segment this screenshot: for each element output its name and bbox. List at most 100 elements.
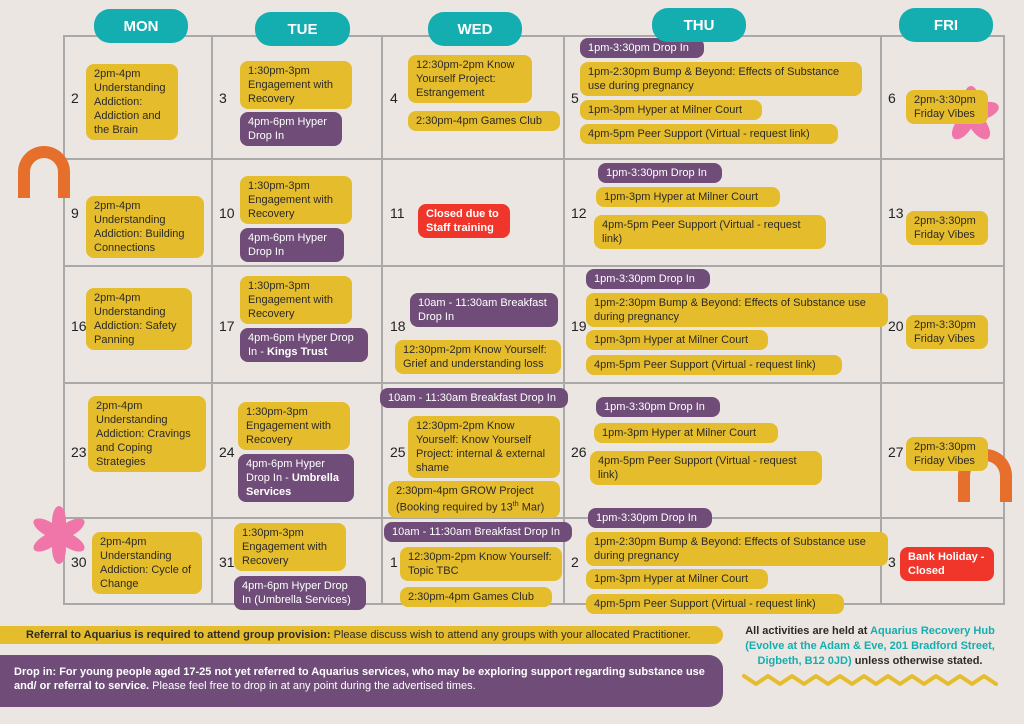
event-breakfast-drop-in: 10am - 11:30am Breakfast Drop In	[384, 522, 572, 542]
event-peer-support: 4pm-5pm Peer Support (Virtual - request …	[580, 124, 838, 144]
event-bump-and-beyond: 1pm-2:30pm Bump & Beyond: Effects of Sub…	[586, 293, 888, 327]
event-engagement-recovery: 1:30pm-3pm Engagement with Recovery	[240, 61, 352, 109]
event-hyper-drop-in: 4pm-6pm Hyper Drop In	[240, 228, 344, 262]
event-hyper-milner-court: 1pm-3pm Hyper at Milner Court	[596, 187, 780, 207]
yellow-zigzag	[742, 674, 998, 686]
event-peer-support: 4pm-5pm Peer Support (Virtual - request …	[586, 594, 844, 614]
event-understanding-addiction: 2pm-4pm Understanding Addiction: Addicti…	[86, 64, 178, 140]
date-number: 6	[888, 90, 896, 106]
event-understanding-addiction: 2pm-4pm Understanding Addiction: Craving…	[88, 396, 206, 472]
event-hyper-drop-in: 4pm-6pm Hyper Drop In	[240, 112, 342, 146]
event-peer-support: 4pm-5pm Peer Support (Virtual - request …	[586, 355, 842, 375]
event-drop-in: 1pm-3:30pm Drop In	[596, 397, 720, 417]
event-understanding-addiction: 2pm-4pm Understanding Addiction: Cycle o…	[92, 532, 202, 594]
date-number: 11	[390, 205, 405, 221]
event-peer-support: 4pm-5pm Peer Support (Virtual - request …	[594, 215, 826, 249]
date-number: 9	[71, 205, 79, 221]
referral-bold-text: Referral to Aquarius is required to atte…	[26, 629, 331, 641]
day-header-wed: WED	[428, 12, 522, 46]
event-hyper-milner-court: 1pm-3pm Hyper at Milner Court	[586, 330, 768, 350]
event-text: th	[512, 501, 519, 508]
event-games-club: 2:30pm-4pm Games Club	[400, 587, 552, 607]
grid-divider	[563, 35, 565, 605]
event-bump-and-beyond: 1pm-2:30pm Bump & Beyond: Effects of Sub…	[580, 62, 862, 96]
date-number: 24	[219, 444, 235, 460]
referral-banner: Referral to Aquarius is required to atte…	[0, 626, 723, 644]
drop-in-bold-text: Drop in: For young people aged 17-25 not…	[14, 666, 705, 692]
grid-divider	[63, 265, 1005, 267]
event-drop-in: 1pm-3:30pm Drop In	[598, 163, 722, 183]
event-text: 2pm-3:30pm Friday Vibes	[914, 215, 976, 241]
event-drop-in: 1pm-3:30pm Drop In	[580, 38, 704, 58]
date-number: 18	[390, 318, 406, 334]
grid-divider	[211, 35, 213, 605]
event-text: 2pm-3:30pm Friday Vibes	[914, 319, 976, 345]
date-number: 19	[571, 318, 587, 334]
event-friday-vibes: 2pm-3:30pm Friday Vibes	[906, 315, 988, 349]
venue-info: All activities are held at Aquarius Reco…	[734, 624, 1006, 669]
date-number: 3	[888, 554, 896, 570]
venue-text: All activities are held at	[745, 625, 871, 637]
event-partner: Umbrella Services	[246, 472, 339, 498]
date-number: 2	[71, 90, 79, 106]
event-closed-staff-training: Closed due to Staff training	[418, 204, 510, 238]
day-header-tue: TUE	[255, 12, 350, 46]
date-number: 10	[219, 205, 235, 221]
event-breakfast-drop-in: 10am - 11:30am Breakfast Drop In	[410, 293, 558, 327]
venue-text: unless otherwise stated.	[851, 655, 983, 667]
date-number: 23	[71, 444, 87, 460]
day-header-fri: FRI	[899, 8, 993, 42]
event-games-club: 2:30pm-4pm Games Club	[408, 111, 560, 131]
event-drop-in: 1pm-3:30pm Drop In	[588, 508, 712, 528]
event-hyper-drop-in-kings-trust: 4pm-6pm Hyper Drop In - Kings Trust	[240, 328, 368, 362]
event-friday-vibes: 2pm-3:30pm Friday Vibes	[906, 211, 988, 245]
pink-flower-bottom-left	[33, 506, 85, 564]
date-number: 12	[571, 205, 587, 221]
event-breakfast-drop-in: 10am - 11:30am Breakfast Drop In	[380, 388, 568, 408]
day-header-thu: THU	[652, 8, 746, 42]
venue-address: Aquarius Recovery Hub (Evolve at the Ada…	[745, 625, 995, 667]
drop-in-text: Please feel free to drop in at any point…	[149, 680, 476, 692]
event-friday-vibes: 2pm-3:30pm Friday Vibes	[906, 90, 988, 124]
grid-divider	[63, 382, 1005, 384]
grid-divider	[63, 517, 1005, 519]
event-partner: Kings Trust	[266, 346, 328, 358]
event-text: 2:30pm-4pm GROW Project (Booking require…	[396, 485, 534, 514]
orange-arch-left	[18, 146, 70, 198]
date-number: 27	[888, 444, 904, 460]
event-know-yourself: 12:30pm-2pm Know Yourself Project: Estra…	[408, 55, 532, 103]
date-number: 2	[571, 554, 579, 570]
event-know-yourself: 12:30pm-2pm Know Yourself: Know Yourself…	[408, 416, 560, 478]
event-hyper-drop-in-umbrella: 4pm-6pm Hyper Drop In (Umbrella Services…	[234, 576, 366, 610]
grid-divider	[63, 158, 1005, 160]
event-peer-support: 4pm-5pm Peer Support (Virtual - request …	[590, 451, 822, 485]
date-number: 31	[219, 554, 235, 570]
event-grow-project: 2:30pm-4pm GROW Project (Booking require…	[388, 481, 560, 518]
event-engagement-recovery: 1:30pm-3pm Engagement with Recovery	[234, 523, 346, 571]
event-hyper-milner-court: 1pm-3pm Hyper at Milner Court	[586, 569, 768, 589]
event-hyper-drop-in-umbrella: 4pm-6pm Hyper Drop In - Umbrella Service…	[238, 454, 354, 502]
event-engagement-recovery: 1:30pm-3pm Engagement with Recovery	[240, 276, 352, 324]
event-drop-in: 1pm-3:30pm Drop In	[586, 269, 710, 289]
event-text: 4pm-6pm Hyper Drop In -	[246, 458, 325, 484]
event-understanding-addiction: 2pm-4pm Understanding Addiction: Safety …	[86, 288, 192, 350]
event-hyper-milner-court: 1pm-3pm Hyper at Milner Court	[580, 100, 762, 120]
event-bump-and-beyond: 1pm-2:30pm Bump & Beyond: Effects of Sub…	[586, 532, 888, 566]
event-engagement-recovery: 1:30pm-3pm Engagement with Recovery	[238, 402, 350, 450]
date-number: 13	[888, 205, 904, 221]
drop-in-banner: Drop in: For young people aged 17-25 not…	[0, 655, 723, 707]
referral-text: Please discuss wish to attend any groups…	[330, 629, 691, 641]
event-know-yourself: 12:30pm-2pm Know Yourself: Topic TBC	[400, 547, 562, 581]
date-number: 26	[571, 444, 587, 460]
event-text: 2pm-3:30pm Friday Vibes	[914, 94, 976, 120]
event-text: 2pm-3:30pm Friday Vibes	[914, 441, 976, 467]
event-text: 4pm-6pm Hyper Drop In -	[248, 332, 354, 358]
event-friday-vibes: 2pm-3:30pm Friday Vibes	[906, 437, 988, 471]
date-number: 4	[390, 90, 398, 106]
event-know-yourself: 12:30pm-2pm Know Yourself: Grief and und…	[395, 340, 561, 374]
event-hyper-milner-court: 1pm-3pm Hyper at Milner Court	[594, 423, 778, 443]
date-number: 30	[71, 554, 87, 570]
grid-divider	[381, 35, 383, 605]
day-header-mon: MON	[94, 9, 188, 43]
date-number: 3	[219, 90, 227, 106]
